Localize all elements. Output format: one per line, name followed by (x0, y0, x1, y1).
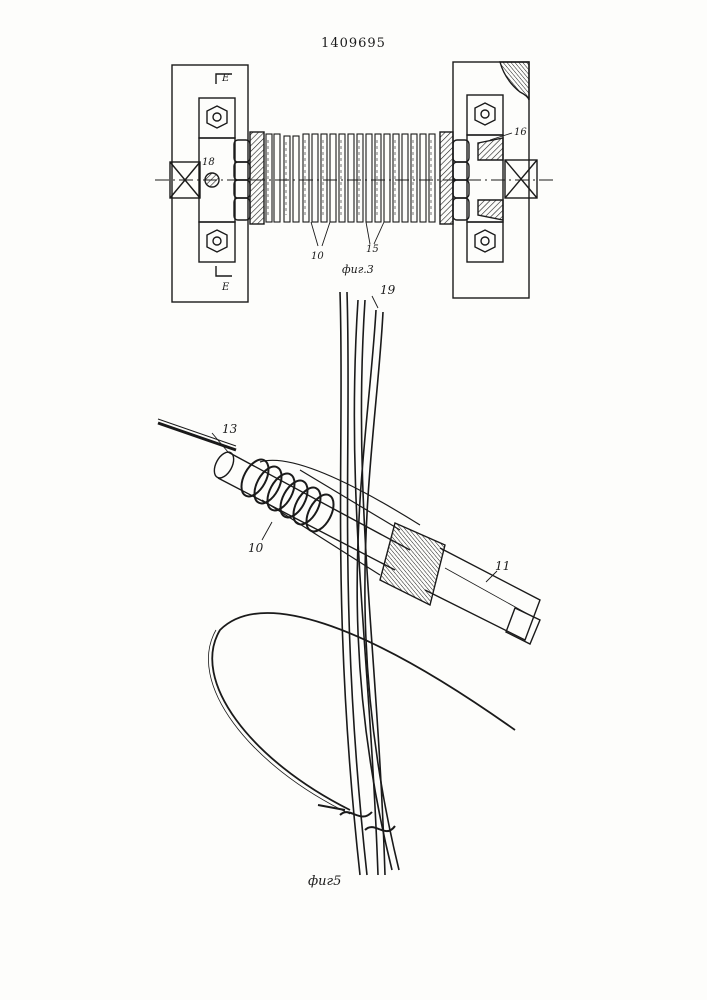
right-plate-break-texture (500, 62, 529, 100)
callout-18: 18 (202, 157, 215, 168)
right-upper-hex-bolt-icon (475, 103, 495, 125)
left-end-flange (250, 132, 264, 224)
figure-3-caption: фиг.3 (342, 263, 374, 276)
callout-15: 15 (366, 244, 379, 255)
section-label-bottom: Е (221, 282, 230, 293)
wound-coils-10 (236, 455, 339, 536)
coil-ring-stack (266, 134, 435, 222)
callout-19: 19 (380, 283, 396, 297)
right-upper-bolt-block (467, 95, 503, 135)
callout-16: 16 (514, 127, 527, 138)
hatched-collar (380, 523, 445, 605)
callout-10-fig3: 10 (311, 251, 324, 262)
section-label-top: Е (221, 73, 230, 84)
right-lower-hex-bolt-icon (475, 230, 495, 252)
figure-5-caption: фиг5 (308, 874, 341, 889)
left-upper-bolt-block (199, 98, 235, 138)
figure-5 (158, 292, 540, 875)
hatched-wedge-16 (478, 138, 503, 160)
right-end-flange (440, 132, 453, 224)
right-lower-bolt-block (467, 222, 503, 262)
square-shaft-11 (425, 548, 540, 640)
callout-10-fig5: 10 (248, 541, 264, 555)
section-mark-bottom (216, 266, 232, 276)
left-lower-bolt-block (199, 222, 235, 262)
callout-13: 13 (222, 422, 238, 436)
callout-11: 11 (495, 559, 510, 573)
left-lower-hex-bolt-icon (207, 230, 227, 252)
left-upper-hex-bolt-icon (207, 106, 227, 128)
